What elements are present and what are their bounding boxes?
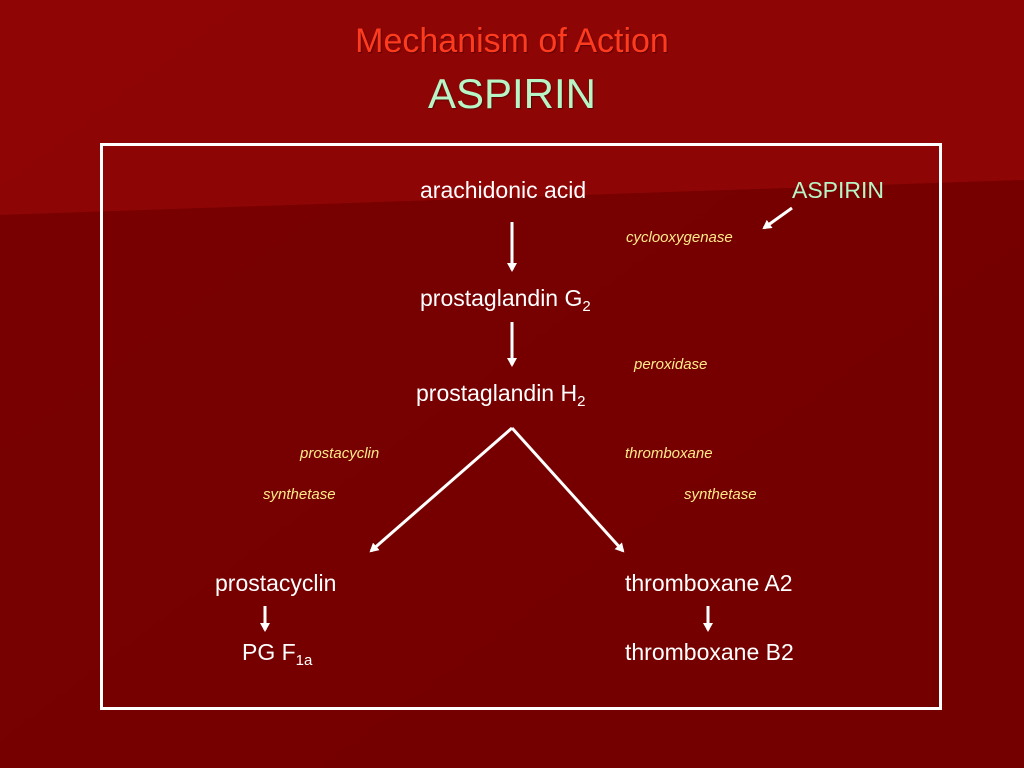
- node-arachidonic-acid: arachidonic acid: [420, 177, 587, 203]
- diagram-frame: [100, 143, 942, 710]
- node-prostacyclin: prostacyclin: [215, 570, 337, 596]
- slide-subtitle: ASPIRIN: [427, 70, 597, 117]
- slide-title: Mechanism of Action: [355, 22, 669, 60]
- enzyme-prostacyclin-synthetase-line2: synthetase: [263, 486, 336, 503]
- node-prostaglandin-h2: prostaglandin H2: [416, 380, 586, 410]
- subscript-2: 2: [577, 393, 586, 410]
- enzyme-thromboxane-synthetase-line1: thromboxane: [625, 445, 713, 462]
- enzyme-thromboxane-synthetase-line2: synthetase: [684, 486, 757, 503]
- node-pg-f1a: PG F1a: [242, 639, 313, 669]
- subscript-2: 2: [582, 298, 591, 315]
- enzyme-peroxidase: peroxidase: [634, 356, 708, 373]
- node-thromboxane-a2: thromboxane A2: [625, 570, 793, 596]
- enzyme-cyclooxygenase: cyclooxygenase: [626, 229, 733, 246]
- subscript-1a: 1a: [295, 652, 313, 669]
- aspirin-label: ASPIRIN: [792, 177, 885, 203]
- enzyme-prostacyclin-synthetase-line1: prostacyclin: [300, 445, 380, 462]
- node-thromboxane-b2: thromboxane B2: [625, 639, 794, 665]
- node-prostaglandin-g2: prostaglandin G2: [420, 285, 591, 315]
